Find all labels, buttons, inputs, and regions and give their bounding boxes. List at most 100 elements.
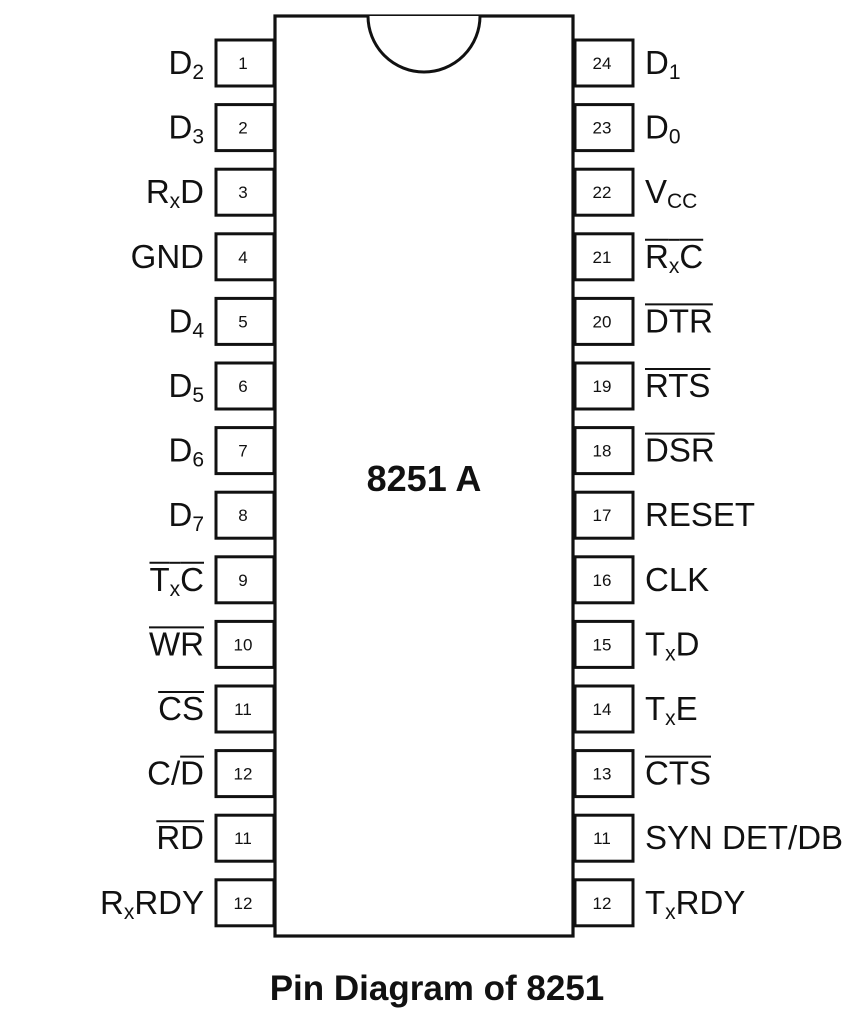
- left-pin: 4 GND: [131, 232, 276, 282]
- pin-box: [573, 684, 635, 734]
- pin-number: 4: [238, 248, 247, 267]
- pin-label: TxRDY: [645, 884, 745, 924]
- pin-label-part: RDY: [676, 884, 746, 921]
- pin-number: 6: [238, 377, 247, 396]
- pin-label-part: D: [645, 109, 669, 146]
- pin-number: 8: [238, 506, 247, 525]
- pin-number: 5: [238, 312, 247, 331]
- pin-label-part: RDY: [134, 884, 204, 921]
- left-pin: 8D7: [168, 490, 276, 540]
- pin-label: RxD: [146, 173, 204, 213]
- pin-box: [214, 426, 276, 476]
- pin-box: [573, 103, 635, 153]
- pin-label: DSR: [645, 432, 715, 469]
- pin-label: D2: [168, 44, 204, 84]
- pin-number: 19: [593, 377, 612, 396]
- left-pin: 2D3: [168, 103, 276, 153]
- pin-label-part: GND: [131, 238, 204, 275]
- pin-box: [573, 296, 635, 346]
- pin-label-subscript: x: [124, 901, 135, 924]
- pin-number: 11: [234, 700, 252, 719]
- pin-label-part: CTS: [645, 755, 711, 792]
- pin-label-part: R: [100, 884, 124, 921]
- pin-label-subscript: 6: [192, 449, 204, 472]
- pin-label-subscript: 1: [669, 61, 681, 84]
- left-pin-group: 1D22D33RxD4GND5D46D57D68D79TxC10WR11CS12…: [100, 38, 276, 928]
- pin-label-part: C: [679, 238, 703, 275]
- pin-label: D1: [645, 44, 681, 84]
- pin-label: CTS: [645, 755, 711, 792]
- pin-label: TxC: [149, 561, 204, 601]
- pin-label: RTS: [645, 367, 710, 404]
- pin-box: [214, 813, 276, 863]
- pin-label-subscript: 0: [669, 126, 681, 149]
- pin-box: [573, 167, 635, 217]
- pin-box: [214, 619, 276, 669]
- chip-body: [273, 14, 575, 938]
- pin-box: [573, 555, 635, 605]
- pin-number: 15: [593, 635, 612, 654]
- pin-label-part: T: [645, 625, 665, 662]
- pin-label: D6: [168, 432, 204, 472]
- pin-number: 14: [593, 700, 612, 719]
- left-pin: 6D5: [168, 361, 276, 411]
- pin-number: 16: [593, 571, 612, 590]
- pin-label-subscript: 5: [192, 384, 204, 407]
- pin-label-part: D: [676, 625, 700, 662]
- pin-label-part: DTR: [645, 302, 713, 339]
- pin-label-subscript: x: [170, 578, 181, 601]
- pin-label: D0: [645, 109, 681, 149]
- pin-box: [573, 878, 635, 928]
- pin-label-part: C/: [147, 755, 181, 792]
- pin-label-part: CS: [158, 690, 204, 727]
- pin-number: 21: [593, 248, 612, 267]
- pin-number: 23: [593, 119, 612, 138]
- left-pin: 11 RD: [156, 813, 276, 863]
- pin-label: RxRDY: [100, 884, 204, 924]
- pin-label-part: R: [645, 238, 669, 275]
- pin-box: [573, 426, 635, 476]
- pin-label-part: T: [645, 884, 665, 921]
- pin-label-part: D: [180, 755, 204, 792]
- pin-number: 13: [593, 765, 612, 784]
- pin-label-part: D: [168, 44, 192, 81]
- pin-number: 1: [238, 54, 247, 73]
- pin-label: RESET: [645, 496, 755, 533]
- pin-label: D4: [168, 302, 204, 342]
- right-pin: 24 D1: [573, 38, 681, 88]
- pin-label-part: D: [180, 173, 204, 210]
- pin-number: 11: [234, 829, 252, 848]
- left-pin: 12C/D: [147, 749, 276, 799]
- pin-number: 12: [234, 894, 253, 913]
- right-pin: 23 D0: [573, 103, 681, 153]
- pin-label-part: RD: [156, 819, 204, 856]
- pin-number: 9: [238, 571, 247, 590]
- pin-label-subscript: x: [665, 642, 676, 665]
- pin-label: WR: [149, 625, 204, 662]
- pin-box: [573, 361, 635, 411]
- pin-label: RxC: [645, 238, 703, 278]
- pin-label-subscript: 3: [192, 126, 204, 149]
- pin-label-subscript: 4: [192, 319, 204, 342]
- pin-label-part: D: [168, 432, 192, 469]
- pin-number: 7: [238, 442, 247, 461]
- pin-box: [573, 38, 635, 88]
- pin-box: [573, 749, 635, 799]
- pin-label: C/D: [147, 755, 204, 792]
- pin-box: [214, 555, 276, 605]
- right-pin: 19 RTS: [573, 361, 711, 411]
- right-pin: 21 RxC: [573, 232, 704, 282]
- pin-box: [573, 490, 635, 540]
- pin-box: [573, 813, 635, 863]
- chip-name: 8251 A: [367, 458, 482, 499]
- pin-number: 24: [593, 54, 612, 73]
- pin-label-subscript: x: [665, 707, 676, 730]
